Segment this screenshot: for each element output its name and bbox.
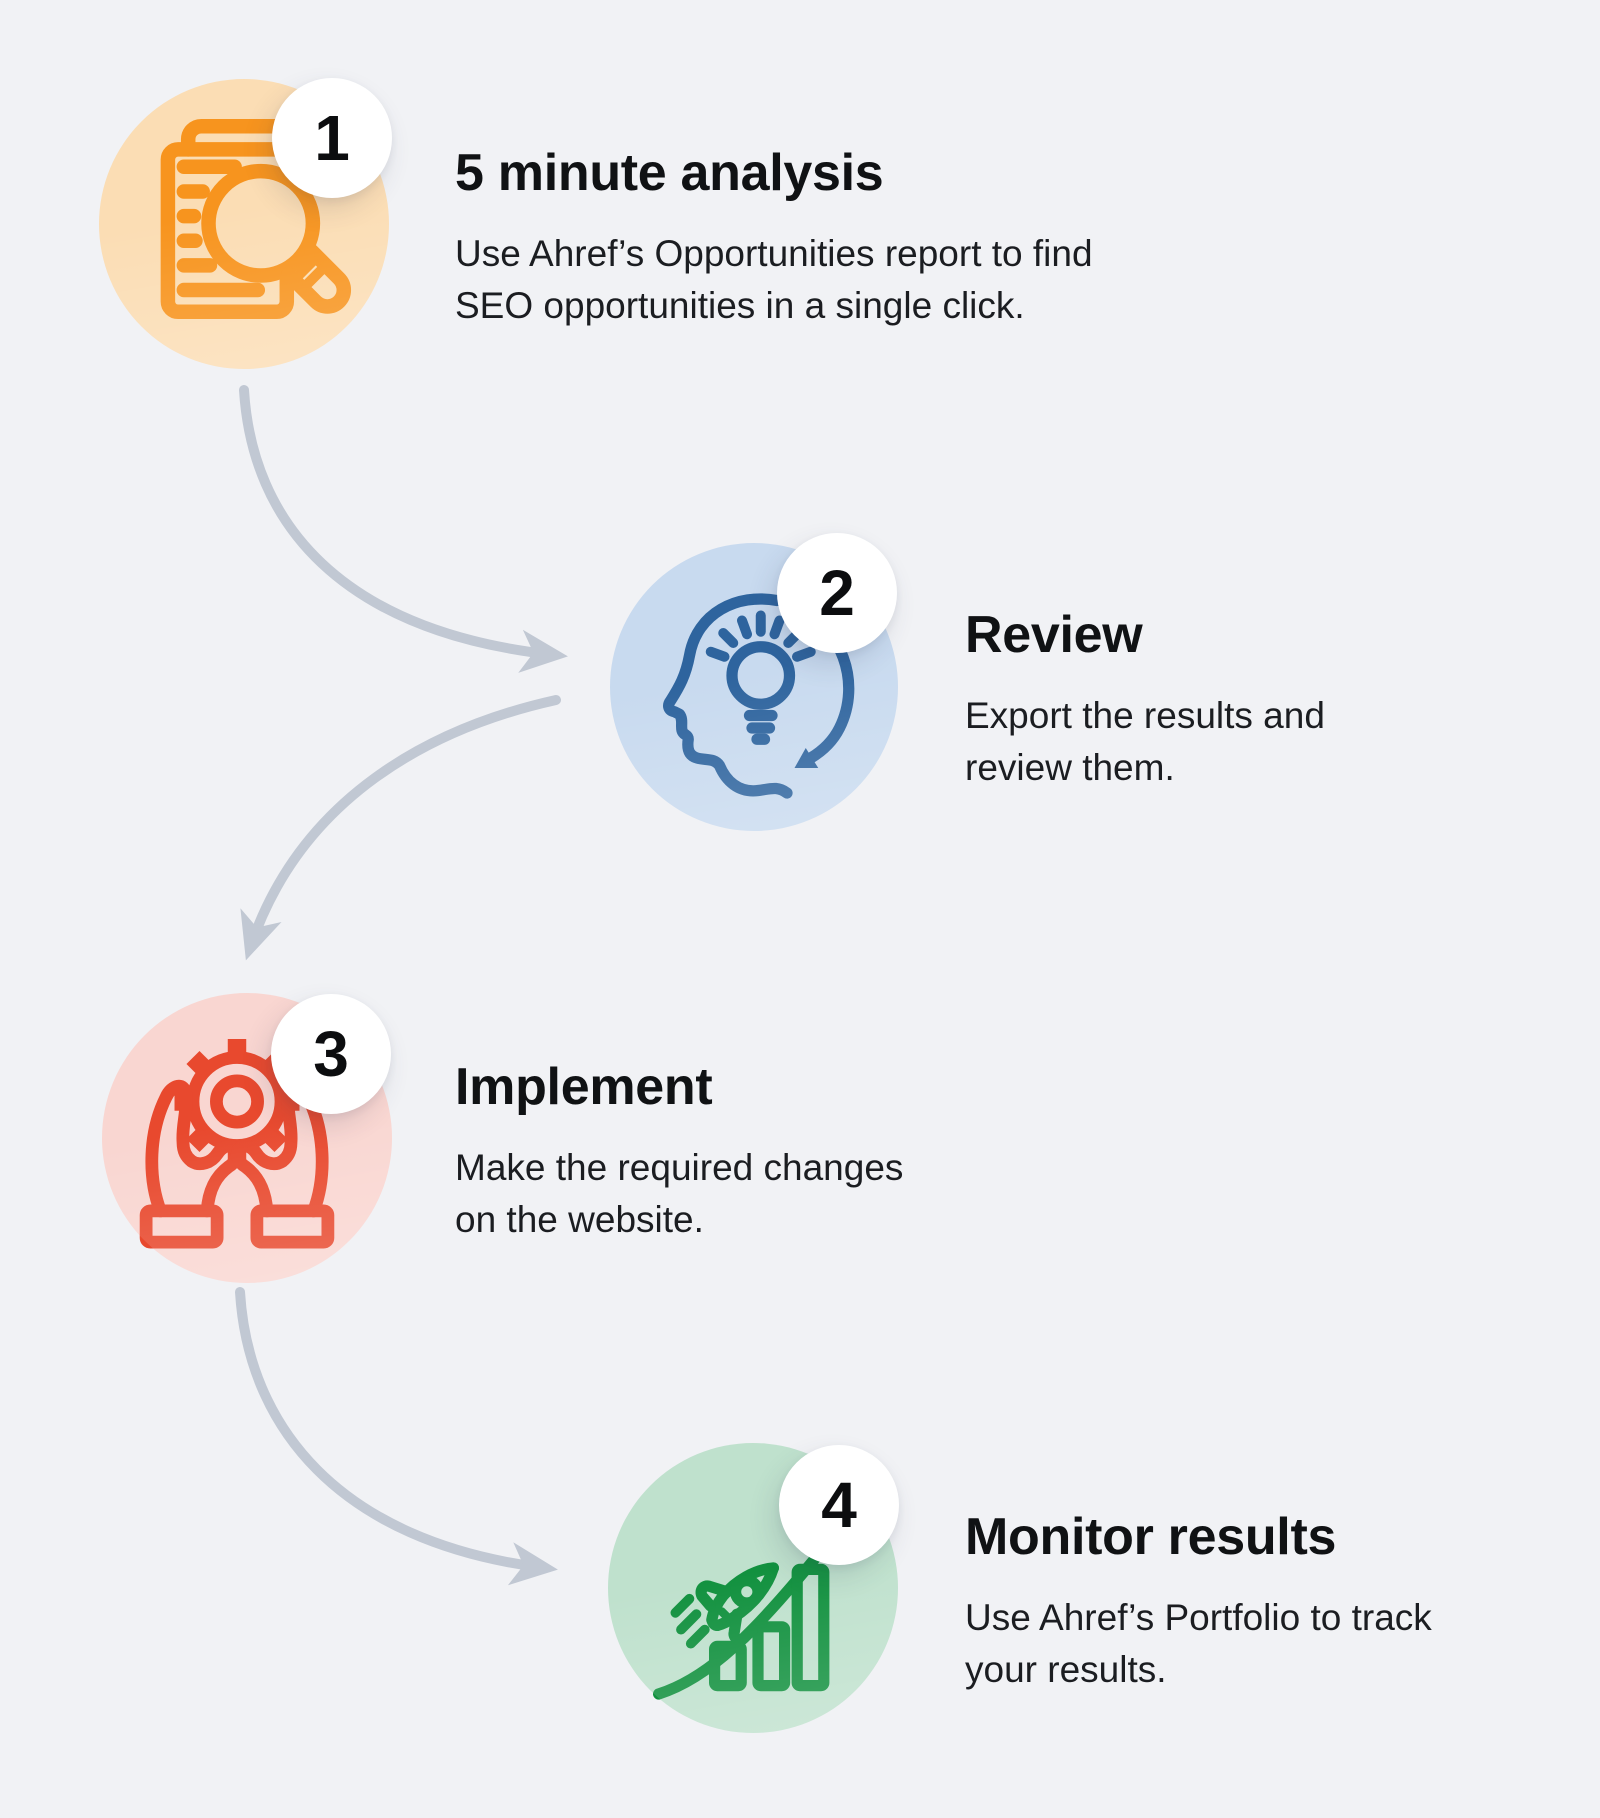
step3-title: Implement — [455, 1058, 713, 1116]
step4-number: 4 — [821, 1469, 857, 1541]
step4-number-badge: 4 — [779, 1445, 899, 1565]
arrow-step2-to-step3 — [240, 695, 561, 961]
step2-text: Review Export the results and review the… — [965, 605, 1325, 794]
step2-number-badge: 2 — [777, 533, 897, 653]
step4-title: Monitor results — [965, 1508, 1337, 1566]
step1-number: 1 — [314, 102, 350, 174]
step4-description: Use Ahref’s Portfolio to track your resu… — [965, 1592, 1432, 1696]
arrow-step1-to-step2 — [239, 385, 568, 673]
desc-line: Use Ahref’s Portfolio to track — [965, 1597, 1432, 1638]
step1-description: Use Ahref’s Opportunities report to find… — [455, 228, 1093, 332]
desc-line: your results. — [965, 1649, 1167, 1690]
step3-number-badge: 3 — [271, 994, 391, 1114]
step3-text: Implement Make the required changes on t… — [455, 1057, 903, 1246]
desc-line: Make the required changes — [455, 1147, 904, 1188]
desc-line: Use Ahref’s Opportunities report to find — [455, 233, 1093, 274]
desc-line: on the website. — [455, 1199, 704, 1240]
step1-number-badge: 1 — [272, 78, 392, 198]
desc-line: Export the results and — [965, 695, 1325, 736]
step3-number: 3 — [313, 1018, 349, 1090]
step2-title: Review — [965, 606, 1143, 664]
step3-circle — [102, 993, 392, 1283]
step1-text: 5 minute analysis Use Ahref’s Opportunit… — [455, 143, 1093, 332]
desc-line: review them. — [965, 747, 1175, 788]
step2-circle — [610, 543, 898, 831]
step2-number: 2 — [819, 557, 855, 629]
arrow-step3-to-step4 — [235, 1287, 558, 1586]
step2-description: Export the results and review them. — [965, 690, 1325, 794]
step1-title: 5 minute analysis — [455, 144, 884, 202]
desc-line: SEO opportunities in a single click. — [455, 285, 1025, 326]
step3-description: Make the required changes on the website… — [455, 1142, 903, 1246]
step4-text: Monitor results Use Ahref’s Portfolio to… — [965, 1507, 1432, 1696]
